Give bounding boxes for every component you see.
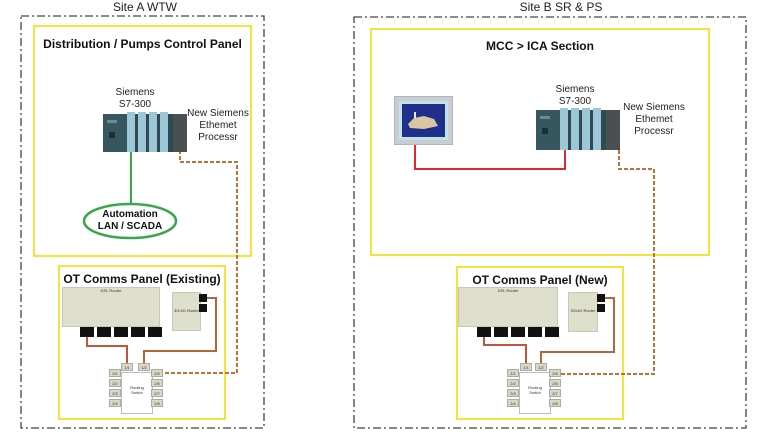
site-a-ep-label-line3: Processr [198,132,238,143]
site-a-switch-port-1-2: 1/2 [138,363,150,371]
site-a-control-panel-title: Distribution / Pumps Control Panel [43,37,242,51]
site-a-routing-switch: Routing Switch [121,372,153,414]
site-a-switch-port-2-6: 2/6 [151,379,163,387]
site-a-plc-label-line2: S7-300 [118,99,152,110]
site-b-plc-label-line1: Siemens [555,84,595,95]
site-a-switch-port-2-5: 2/5 [151,369,163,377]
site-b-switch-port-1-1: 1/1 [520,363,532,371]
site-a-cell-port-1 [199,294,207,302]
site-a-cell-port-2 [199,304,207,312]
site-b-cell-port-1 [597,294,605,302]
site-b-switch-port-1-2: 1/2 [535,363,547,371]
site-b-plc-label-line2: S7-300 [558,96,592,107]
site-b-switch-port-2-2: 2/2 [507,379,519,387]
site-b-dsl-port-4 [528,327,542,337]
site-a-switch-label-line1: Routing [130,385,144,390]
site-b-dsl-port-5 [545,327,559,337]
site-b-switch-port-2-3: 2/3 [507,389,519,397]
site-a-title: Site A WTW [112,0,177,14]
site-a-switch-port-2-4: 2/4 [109,399,121,407]
site-b-cell-router: 3G/4G Router [568,292,598,332]
site-a-dsl-link [86,335,128,363]
site-b-switch-label: Routing Switch [520,385,550,395]
site-a-switch-port-2-3: 2/3 [109,389,121,397]
site-a-dsl-router: DSL Router [62,287,160,327]
site-a-boundary [20,15,265,429]
site-a-switch-port-2-1: 2/1 [109,369,121,377]
site-a-siemens-plc [103,112,187,152]
site-a-ep-label-line1: New Siemens [187,108,249,119]
site-a-lan-label-line1: Automation [102,209,158,220]
site-a-ethernet-link [150,150,238,374]
site-a-switch-port-2-2: 2/2 [109,379,121,387]
site-a-ep-label-line2: Ethemet [199,120,237,131]
site-b-ep-label-line1: New Siemens [623,102,685,113]
site-a-switch-port-1-1: 1/1 [121,363,133,371]
site-a-switch-port-2-8: 2/8 [151,399,163,407]
site-a-lan-label-line2: LAN / SCADA [97,221,163,232]
site-b-switch-port-2-7: 2/7 [549,389,561,397]
site-b-title: Site B SR & PS [519,0,603,14]
site-a-cell-router-label: 3G/4G Router [174,308,199,313]
site-b-switch-label-line2: Switch [529,390,541,395]
site-b-switch-port-2-6: 2/6 [549,379,561,387]
site-b-control-panel-border [370,28,710,256]
site-b-switch-port-2-4: 2/4 [507,399,519,407]
site-b-cell-router-label: 3G/4G Router [570,308,596,313]
site-a-switch-port-2-7: 2/7 [151,389,163,397]
site-a-plc-label: Siemens S7-300 [105,87,165,111]
site-b-siemens-plc [536,108,620,150]
site-b-dsl-router: DSL Router [458,287,558,327]
site-a-automation-lan: Automation LAN / SCADA [84,209,176,233]
site-b-hmi-panel [393,95,454,146]
site-b-ep-label-line3: Processr [634,126,674,137]
site-a-dsl-port-3 [114,327,128,337]
site-a-comms-panel-title: OT Comms Panel (Existing) [63,272,221,286]
site-a-plc-label-line1: Siemens [115,87,155,98]
site-b-hmi-link [414,142,566,170]
site-a-dsl-router-label: DSL Router [100,288,122,293]
site-a-cell-link [143,297,217,363]
site-b-cell-port-2 [597,304,605,312]
site-b-comms-panel-border [456,266,624,420]
site-a-dsl-port-5 [148,327,162,337]
site-b-switch-port-2-1: 2/1 [507,369,519,377]
site-a-comms-panel-border [58,265,226,420]
site-b-dsl-router-label: DSL Router [497,288,519,293]
site-b-routing-switch: Routing Switch [519,372,551,414]
site-a-ep-label: New Siemens Ethemet Processr [186,108,250,144]
site-b-dsl-port-3 [511,327,525,337]
site-a-cell-router: 3G/4G Router [172,292,201,331]
site-b-cell-link [540,297,615,363]
site-b-ethernet-link [559,150,655,375]
site-b-ep-label-line2: Ethemet [635,114,673,125]
site-b-switch-label-line1: Routing [528,385,542,390]
site-b-dsl-port-1 [477,327,491,337]
site-b-dsl-link [483,335,527,363]
site-a-switch-label: Routing Switch [122,385,152,395]
site-b-comms-panel-title: OT Comms Panel (New) [472,273,608,287]
site-a-dsl-port-4 [131,327,145,337]
site-a-dsl-port-1 [80,327,94,337]
site-b-boundary [353,16,747,429]
site-b-switch-port-2-5: 2/5 [549,369,561,377]
site-b-plc-label: Siemens S7-300 [545,84,605,108]
site-b-ep-label: New Siemens Ethemet Processr [622,102,686,138]
site-b-switch-port-2-8: 2/8 [549,399,561,407]
site-a-lan-ellipse [82,202,178,240]
site-b-control-panel-title: MCC > ICA Section [486,39,594,53]
site-a-switch-label-line2: Switch [131,390,143,395]
site-a-dsl-port-2 [97,327,111,337]
site-b-dsl-port-2 [494,327,508,337]
site-a-control-panel-border [33,25,252,257]
